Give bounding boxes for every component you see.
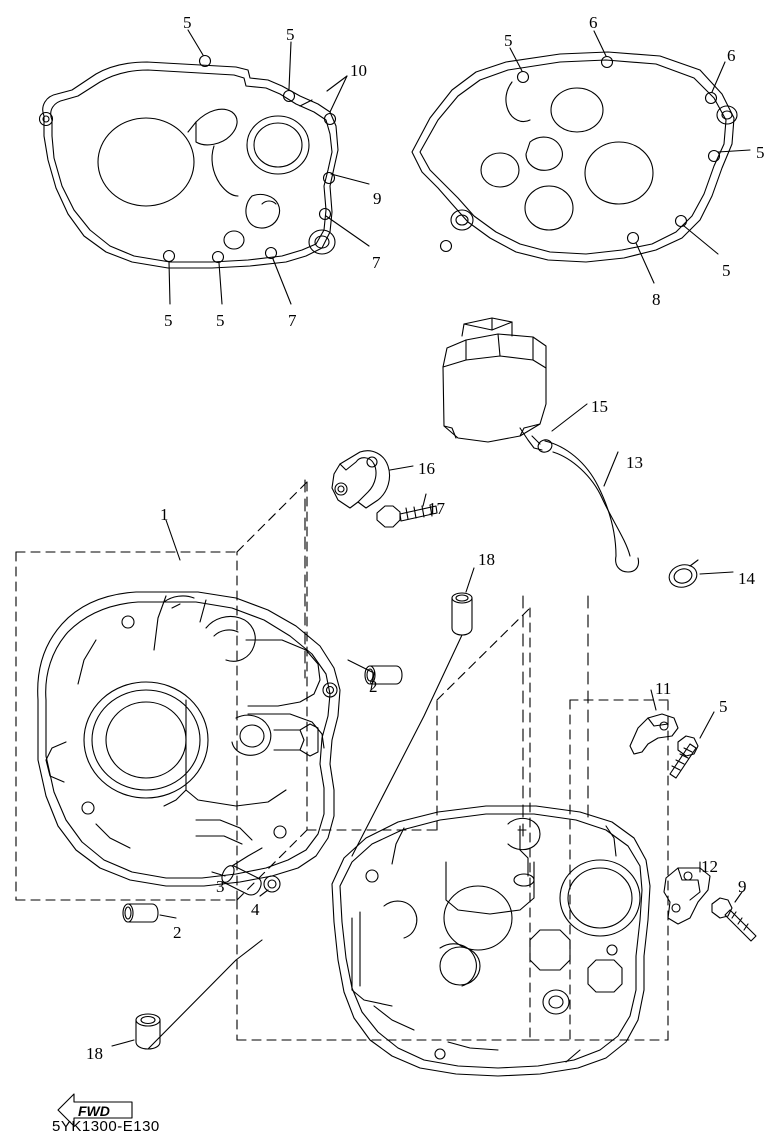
callout-number-16: 16 (418, 459, 435, 478)
callout-number-5: 5 (756, 143, 765, 162)
coolant-reservoir-tank (442, 317, 588, 453)
callout-number-5: 5 (722, 261, 731, 280)
bolt-9-right (711, 891, 757, 942)
hose-bracket-16 (331, 450, 414, 509)
fwd-arrow-icon (57, 1093, 133, 1127)
part-code: 5YK1300-E130 (52, 1118, 160, 1135)
dowel-pin-3 (211, 865, 262, 896)
dowel-pin-18-upper (451, 567, 475, 636)
dowel-pin-4 (259, 875, 281, 897)
callout-number-5: 5 (504, 31, 513, 50)
callout-number-12: 12 (701, 857, 718, 876)
dowel-pin-2-upper (347, 659, 403, 691)
callout-number-4: 4 (251, 900, 260, 919)
callout-number-18: 18 (478, 550, 495, 569)
callout-number-2: 2 (173, 923, 182, 942)
connector-lines (147, 634, 463, 1050)
callout-number-9: 9 (373, 189, 382, 208)
right-cover-gasket-assembly (411, 30, 751, 284)
callout-number-18: 18 (86, 1044, 103, 1063)
callout-number-5: 5 (183, 13, 192, 32)
reservoir-hose (544, 440, 734, 588)
callout-number-8: 8 (652, 290, 661, 309)
callout-number-17: 17 (428, 499, 445, 518)
dowel-pin-2-lower (122, 903, 177, 923)
callout-number-10: 10 (350, 61, 367, 80)
callout-number-15: 15 (591, 397, 608, 416)
assembly-axis-lines (304, 479, 589, 837)
callout-number-5: 5 (286, 25, 295, 44)
item1-leader (165, 519, 181, 561)
callout-number-6: 6 (727, 46, 736, 65)
callout-number-11: 11 (655, 679, 672, 698)
callout-number-7: 7 (288, 311, 297, 330)
callout-number-9: 9 (738, 877, 747, 896)
callout-number-7: 7 (372, 253, 381, 272)
callout-number-1: 1 (160, 505, 169, 524)
callout-number-5: 5 (164, 311, 173, 330)
callout-number-5: 5 (719, 697, 728, 716)
right-crankcase-half (331, 805, 651, 1077)
assembly-bounding-box (15, 481, 669, 1041)
callout-number-3: 3 (216, 877, 225, 896)
callout-number-13: 13 (626, 453, 643, 472)
callout-number-5: 5 (216, 311, 225, 330)
bolt-5-right (669, 711, 715, 779)
stay-bracket-12 (663, 861, 711, 925)
callout-number-14: 14 (738, 569, 755, 588)
oil-pipe-11 (629, 689, 679, 755)
left-cover-gasket-assembly (38, 29, 370, 305)
fwd-label: FWD (78, 1103, 110, 1119)
bolt-17 (376, 493, 438, 528)
callout-number-6: 6 (589, 13, 598, 32)
callout-number-2: 2 (369, 677, 378, 696)
left-crankcase-half (37, 591, 341, 887)
